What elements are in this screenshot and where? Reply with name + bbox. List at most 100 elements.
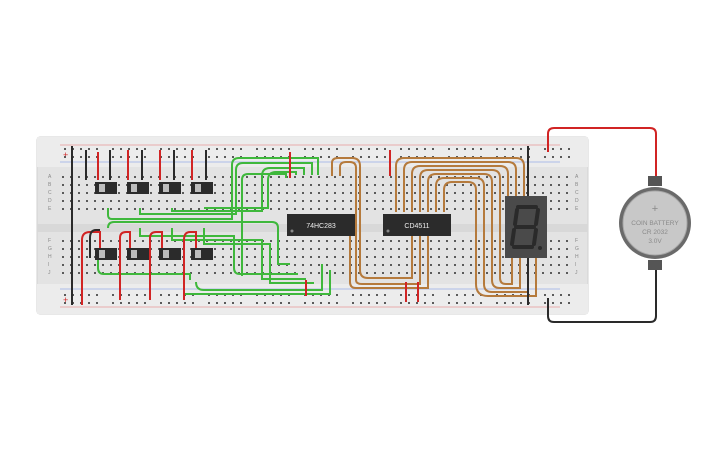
breadboard-hole[interactable] — [334, 184, 336, 186]
breadboard-hole[interactable] — [470, 256, 472, 258]
breadboard-hole[interactable] — [448, 148, 450, 150]
breadboard-hole[interactable] — [502, 248, 504, 250]
breadboard-hole[interactable] — [302, 176, 304, 178]
breadboard-hole[interactable] — [134, 240, 136, 242]
breadboard-hole[interactable] — [464, 148, 466, 150]
breadboard-hole[interactable] — [126, 200, 128, 202]
breadboard-hole[interactable] — [542, 184, 544, 186]
breadboard-hole[interactable] — [216, 148, 218, 150]
breadboard-hole[interactable] — [454, 256, 456, 258]
breadboard-hole[interactable] — [358, 272, 360, 274]
breadboard-hole[interactable] — [462, 248, 464, 250]
breadboard-hole[interactable] — [62, 240, 64, 242]
breadboard-hole[interactable] — [286, 200, 288, 202]
breadboard-hole[interactable] — [518, 184, 520, 186]
breadboard-hole[interactable] — [486, 184, 488, 186]
breadboard-hole[interactable] — [398, 272, 400, 274]
breadboard-hole[interactable] — [294, 248, 296, 250]
breadboard-hole[interactable] — [374, 240, 376, 242]
breadboard-hole[interactable] — [246, 248, 248, 250]
breadboard-hole[interactable] — [334, 240, 336, 242]
breadboard-hole[interactable] — [486, 256, 488, 258]
breadboard-hole[interactable] — [414, 240, 416, 242]
breadboard-hole[interactable] — [326, 240, 328, 242]
breadboard-hole[interactable] — [384, 302, 386, 304]
breadboard-hole[interactable] — [470, 240, 472, 242]
breadboard-hole[interactable] — [568, 302, 570, 304]
breadboard-hole[interactable] — [486, 192, 488, 194]
breadboard-hole[interactable] — [478, 176, 480, 178]
breadboard-hole[interactable] — [550, 264, 552, 266]
switch-4-knob[interactable] — [195, 184, 201, 192]
breadboard-hole[interactable] — [566, 176, 568, 178]
breadboard-hole[interactable] — [494, 176, 496, 178]
breadboard-hole[interactable] — [366, 184, 368, 186]
breadboard-hole[interactable] — [198, 200, 200, 202]
breadboard-hole[interactable] — [478, 208, 480, 210]
breadboard-hole[interactable] — [150, 184, 152, 186]
breadboard-hole[interactable] — [438, 208, 440, 210]
switch-5-knob[interactable] — [99, 250, 105, 258]
breadboard-hole[interactable] — [270, 184, 272, 186]
breadboard-hole[interactable] — [190, 200, 192, 202]
breadboard-hole[interactable] — [374, 248, 376, 250]
breadboard-hole[interactable] — [566, 264, 568, 266]
breadboard-hole[interactable] — [126, 264, 128, 266]
breadboard-hole[interactable] — [550, 240, 552, 242]
breadboard-hole[interactable] — [462, 208, 464, 210]
breadboard-hole[interactable] — [472, 302, 474, 304]
breadboard-hole[interactable] — [486, 248, 488, 250]
breadboard-hole[interactable] — [150, 176, 152, 178]
breadboard-hole[interactable] — [88, 148, 90, 150]
breadboard-hole[interactable] — [566, 256, 568, 258]
breadboard-hole[interactable] — [406, 176, 408, 178]
breadboard-hole[interactable] — [62, 208, 64, 210]
brown-wires[interactable] — [331, 157, 537, 297]
breadboard-hole[interactable] — [62, 184, 64, 186]
breadboard-hole[interactable] — [422, 256, 424, 258]
breadboard-hole[interactable] — [328, 302, 330, 304]
breadboard-hole[interactable] — [422, 192, 424, 194]
breadboard-hole[interactable] — [446, 208, 448, 210]
breadboard-hole[interactable] — [334, 192, 336, 194]
breadboard-hole[interactable] — [462, 200, 464, 202]
breadboard-hole[interactable] — [382, 240, 384, 242]
switch-8[interactable] — [191, 248, 213, 260]
breadboard-hole[interactable] — [278, 176, 280, 178]
breadboard-hole[interactable] — [486, 272, 488, 274]
breadboard-hole[interactable] — [414, 192, 416, 194]
switch-1-knob[interactable] — [99, 184, 105, 192]
breadboard-hole[interactable] — [334, 176, 336, 178]
breadboard-hole[interactable] — [568, 156, 570, 158]
switch-1[interactable] — [95, 182, 117, 194]
breadboard-hole[interactable] — [568, 294, 570, 296]
breadboard-hole[interactable] — [422, 176, 424, 178]
breadboard-hole[interactable] — [352, 156, 354, 158]
breadboard-hole[interactable] — [544, 148, 546, 150]
breadboard-hole[interactable] — [214, 184, 216, 186]
breadboard-hole[interactable] — [520, 156, 522, 158]
breadboard-hole[interactable] — [566, 208, 568, 210]
breadboard-hole[interactable] — [328, 156, 330, 158]
breadboard-hole[interactable] — [208, 302, 210, 304]
breadboard-hole[interactable] — [318, 256, 320, 258]
breadboard-hole[interactable] — [398, 240, 400, 242]
breadboard-hole[interactable] — [398, 192, 400, 194]
breadboard-hole[interactable] — [334, 256, 336, 258]
breadboard-hole[interactable] — [336, 148, 338, 150]
green-wires[interactable] — [97, 157, 331, 295]
breadboard-hole[interactable] — [230, 272, 232, 274]
breadboard-hole[interactable] — [430, 184, 432, 186]
breadboard-hole[interactable] — [254, 184, 256, 186]
breadboard-hole[interactable] — [342, 200, 344, 202]
breadboard-hole[interactable] — [494, 192, 496, 194]
breadboard-hole[interactable] — [424, 302, 426, 304]
breadboard-hole[interactable] — [430, 272, 432, 274]
breadboard-hole[interactable] — [382, 208, 384, 210]
breadboard-hole[interactable] — [94, 264, 96, 266]
breadboard-hole[interactable] — [142, 208, 144, 210]
breadboard-hole[interactable] — [302, 208, 304, 210]
breadboard-hole[interactable] — [222, 248, 224, 250]
breadboard-hole[interactable] — [446, 256, 448, 258]
breadboard-hole[interactable] — [542, 192, 544, 194]
